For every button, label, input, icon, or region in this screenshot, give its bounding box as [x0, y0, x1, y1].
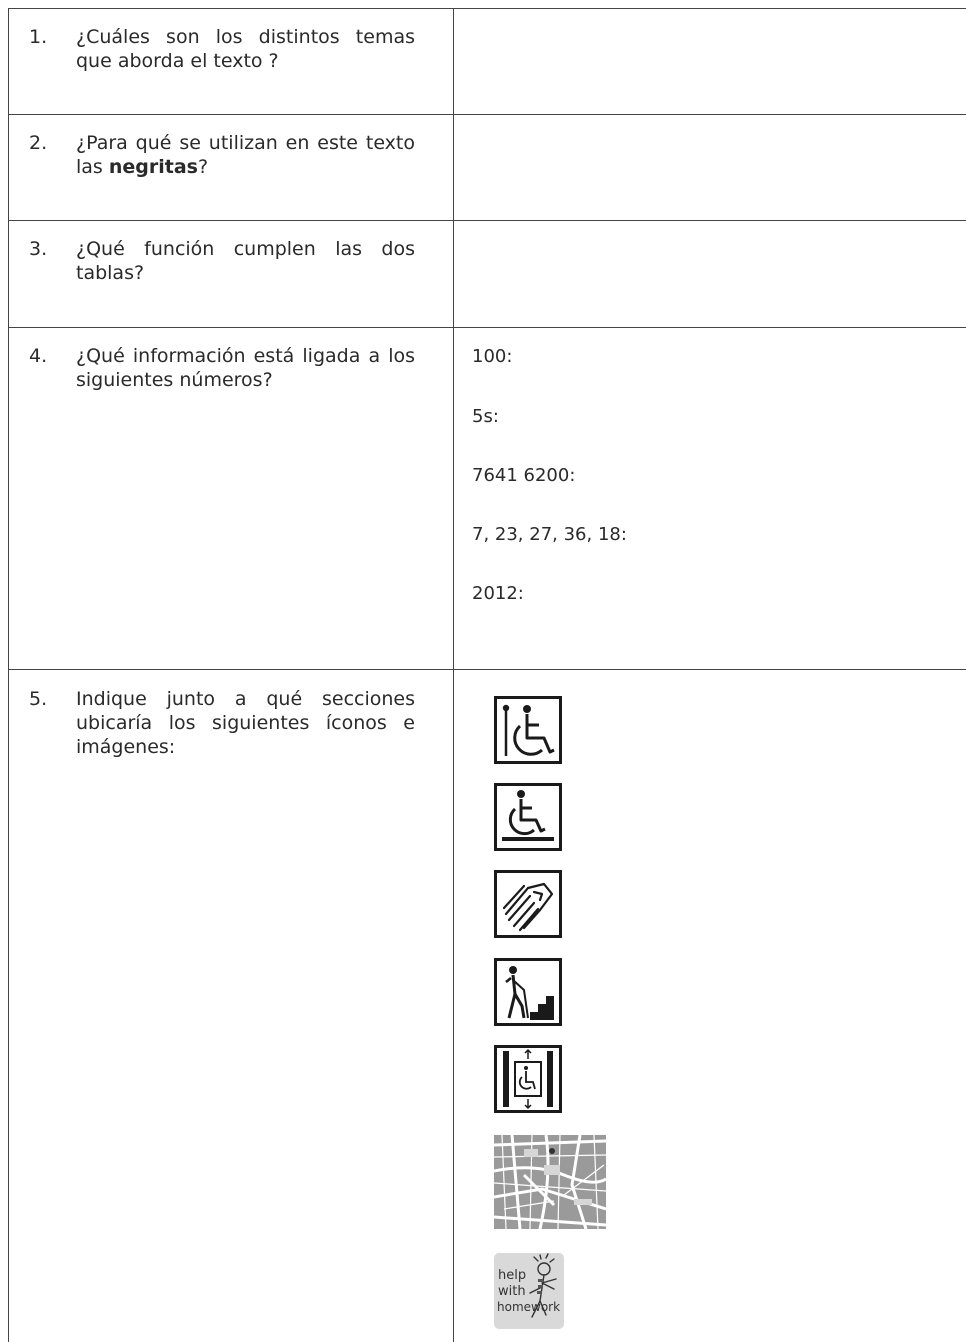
- bold-word: negritas: [108, 156, 198, 178]
- help-with-homework-image: help with homework: [494, 1253, 564, 1329]
- wheelchair-lift-icon: [494, 1045, 562, 1113]
- question-number: 4.: [29, 345, 48, 367]
- question-text: Indique junto a qué secciones ubicaría l…: [76, 688, 415, 758]
- question-text: ¿Qué función cumplen las dos tablas?: [76, 238, 415, 284]
- answer-label: 2012:: [472, 583, 524, 604]
- question-text: ¿Cuáles son los distintos temas que abor…: [76, 26, 415, 72]
- answer-label: 7641 6200:: [472, 465, 576, 486]
- wheelchair-with-cane-icon: [494, 696, 562, 764]
- question-text: ¿Para qué se utilizan en este texto las …: [76, 131, 415, 179]
- question-number: 1.: [29, 26, 48, 48]
- wheelchair-level-access-icon: [494, 783, 562, 851]
- stairs-person-icon: [494, 958, 562, 1026]
- hand-icon: [494, 870, 562, 938]
- question-number: 5.: [29, 688, 48, 710]
- answer-label: 5s:: [472, 406, 499, 427]
- street-map-image: [494, 1135, 606, 1229]
- answer-label: 7, 23, 27, 36, 18:: [472, 524, 627, 545]
- row-divider: [8, 669, 966, 670]
- column-divider: [453, 8, 454, 1342]
- question-number: 2.: [29, 132, 48, 154]
- question-text-end: ?: [197, 156, 209, 178]
- homework-label: homework: [497, 1300, 560, 1314]
- table-border-top: [8, 8, 966, 9]
- homework-label: help: [498, 1268, 526, 1283]
- homework-label: with: [498, 1284, 526, 1299]
- answer-label: 100:: [472, 346, 513, 367]
- row-divider: [8, 327, 966, 328]
- question-text-start: ¿Para qué se utilizan en este texto las: [76, 132, 415, 178]
- question-text: ¿Qué información está ligada a los sigui…: [76, 345, 415, 391]
- question-number: 3.: [29, 238, 48, 260]
- table-border-left: [8, 8, 9, 1342]
- row-divider: [8, 220, 966, 221]
- row-divider: [8, 114, 966, 115]
